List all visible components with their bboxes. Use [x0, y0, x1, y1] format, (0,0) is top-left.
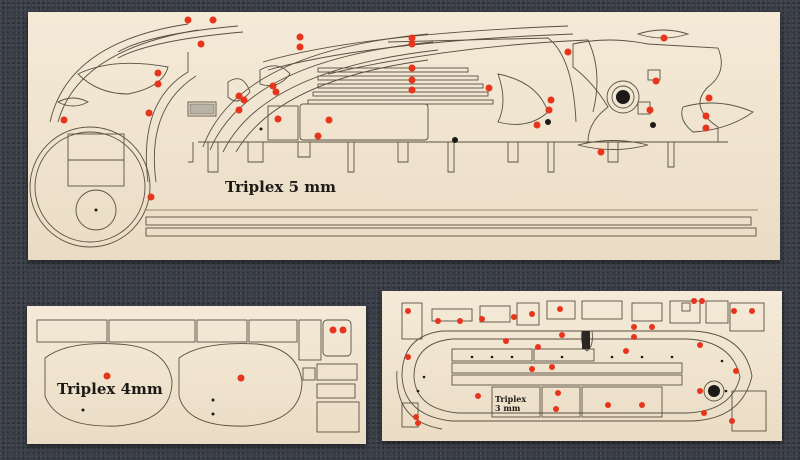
- red-markers-3mm: [405, 298, 755, 426]
- red-markers-4mm: [103, 326, 347, 382]
- sheet-label-4mm: Triplex 4mm: [57, 380, 163, 398]
- sheet-label-3mm-line1: Triplex: [495, 394, 527, 404]
- cut-pattern-3mm: [396, 298, 767, 432]
- cut-pattern-5mm: [29, 16, 758, 248]
- sheet-label-3mm-line2: 3 mm: [495, 403, 521, 413]
- plywood-sheet-4mm: Triplex 4mm: [27, 306, 366, 444]
- sheet-label-5mm: Triplex 5 mm: [225, 178, 336, 196]
- cut-pattern-4mm: [36, 319, 360, 433]
- plywood-sheet-3mm: Triplex 3 mm: [382, 291, 782, 441]
- plywood-sheet-5mm: Triplex 5 mm: [28, 12, 780, 260]
- red-markers-5mm: [60, 16, 713, 201]
- sheet-label-3mm: Triplex 3 mm: [495, 395, 526, 413]
